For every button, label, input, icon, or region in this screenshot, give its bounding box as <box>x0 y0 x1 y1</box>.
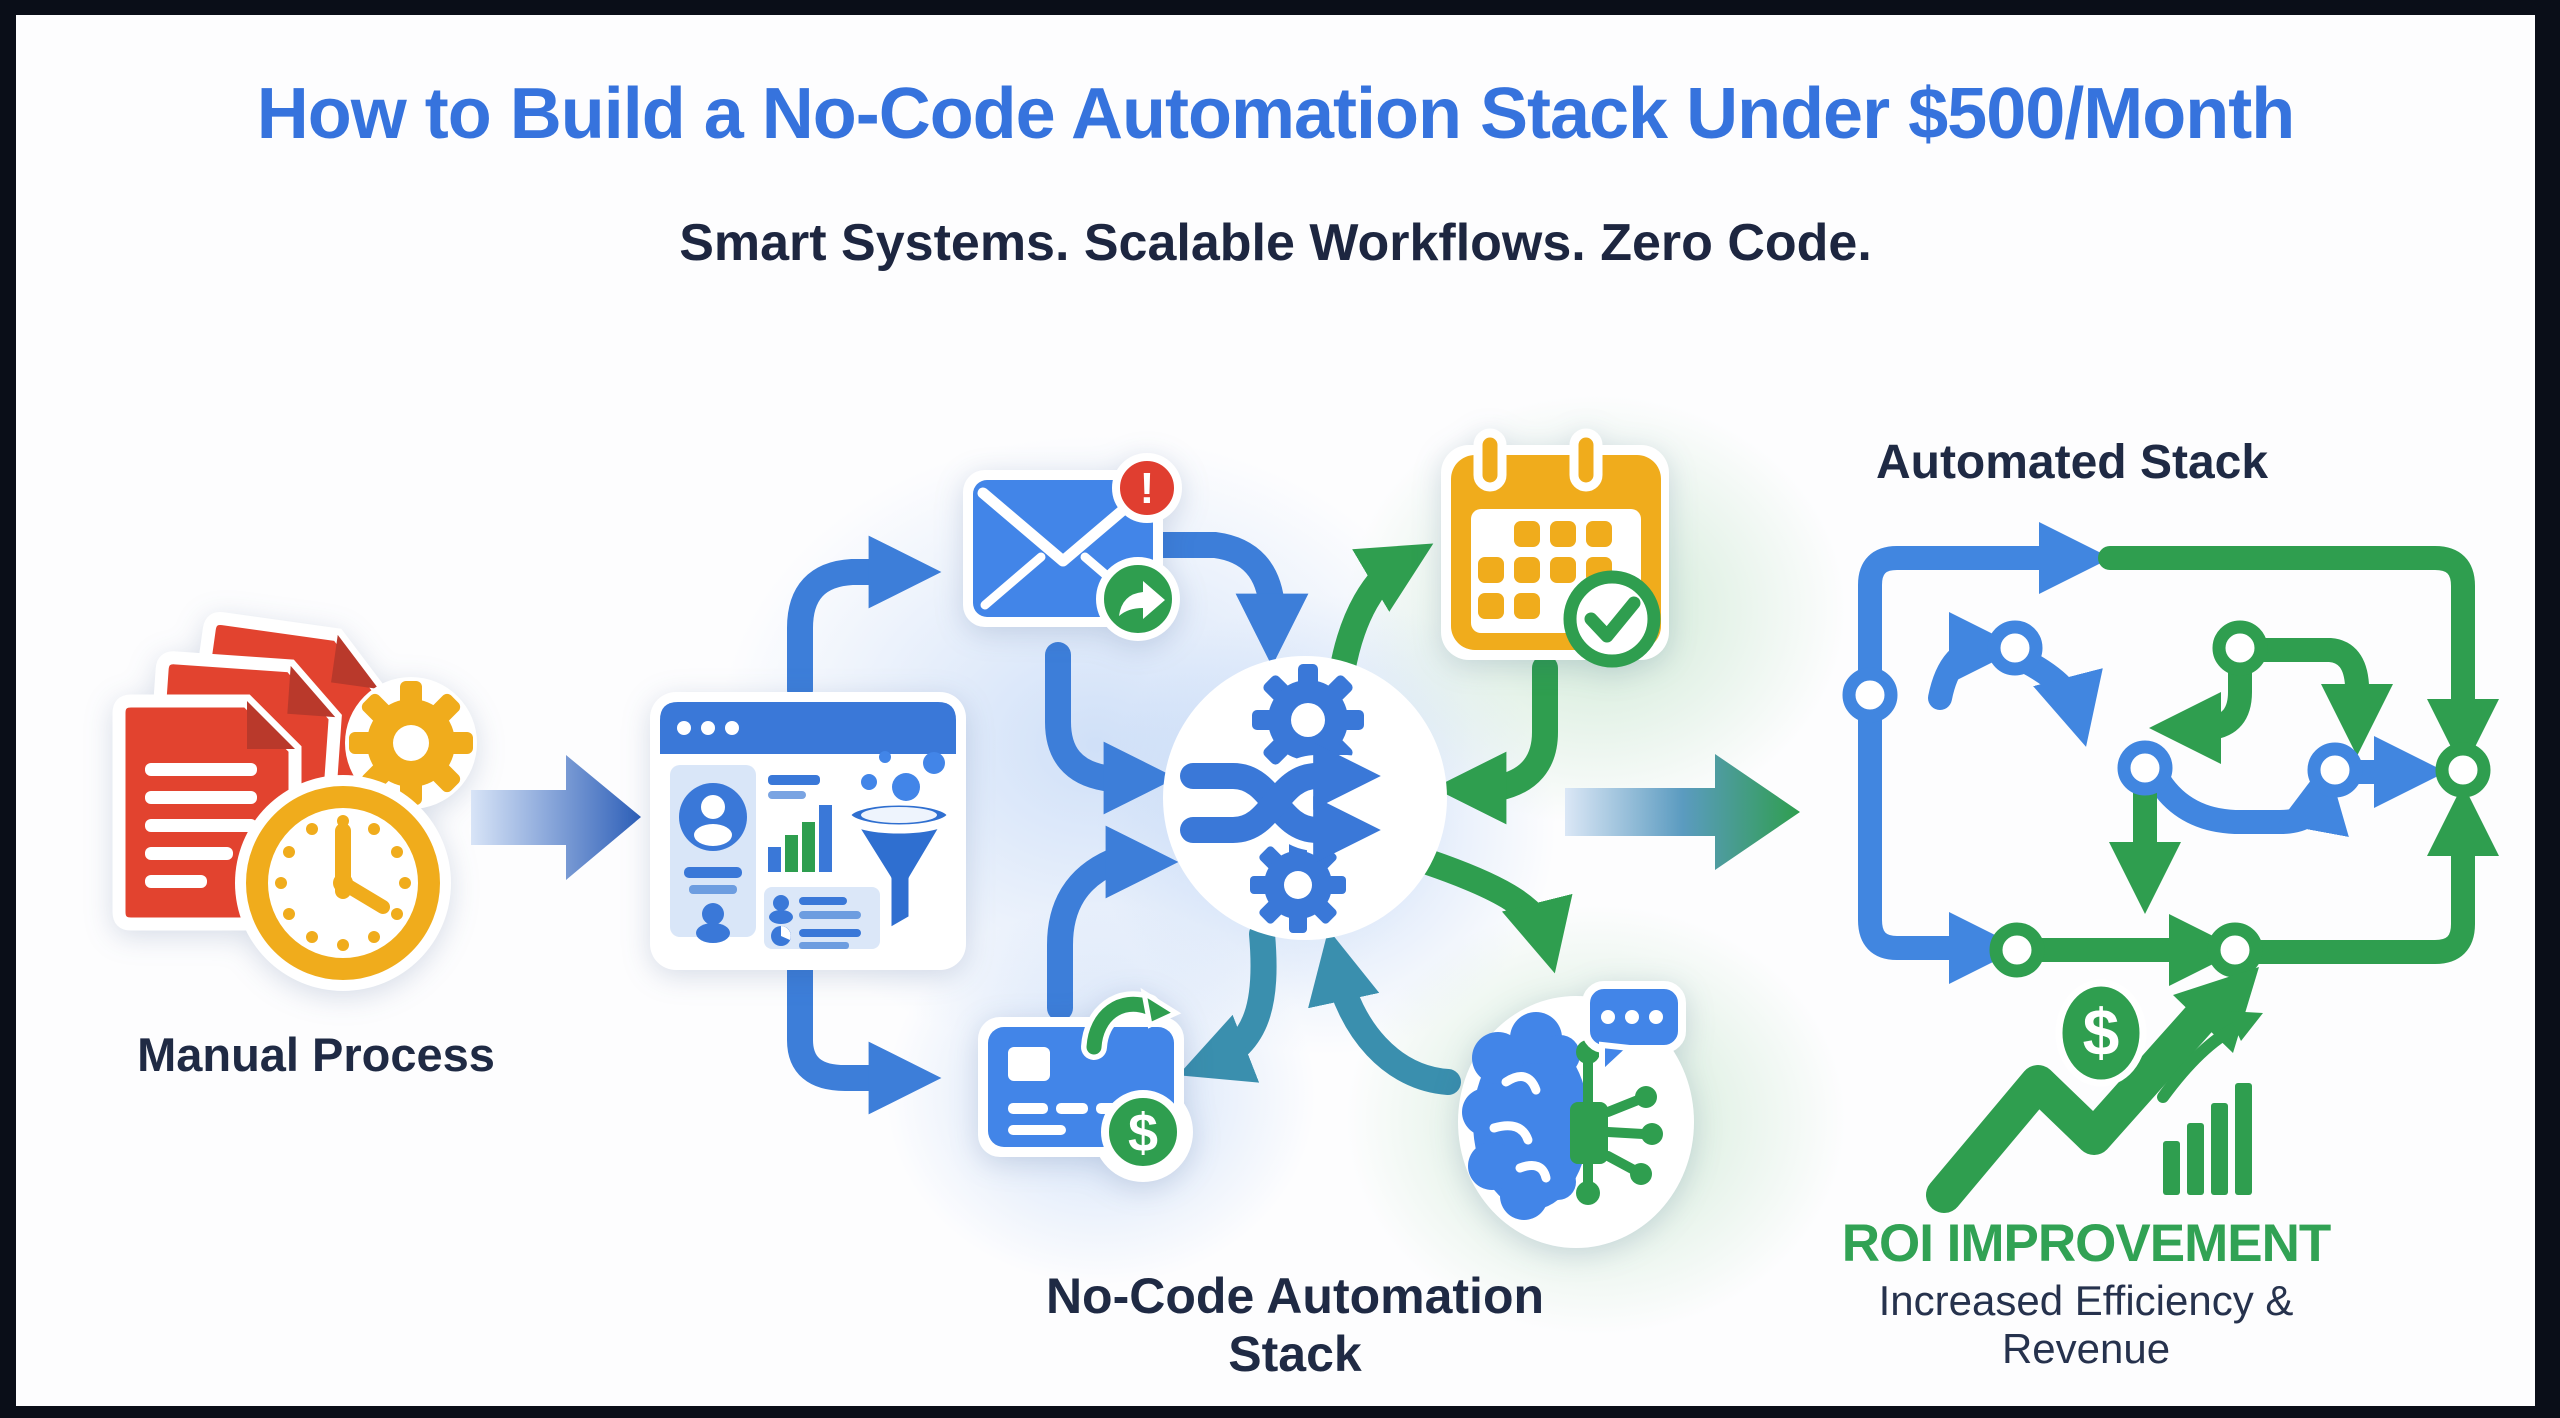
transfer-arrow <box>1081 987 1182 1060</box>
roi-title: ROI IMPROVEMENT <box>1841 1214 2332 1273</box>
manual-process-icon <box>112 611 477 991</box>
chat-bubble <box>1582 981 1686 1081</box>
gear-icon <box>345 677 477 809</box>
email-alert-icon: ! <box>963 453 1182 641</box>
page-subtitle: Smart Systems. Scalable Workflows. Zero … <box>679 214 1872 272</box>
crm-dashboard-icon <box>650 692 966 970</box>
stack-to-automated-arrow <box>1565 754 1800 870</box>
funnel-glyph <box>842 751 956 939</box>
manual-process-label: Manual Process <box>137 1028 495 1081</box>
svg-text:$: $ <box>1128 1103 1158 1163</box>
bar-chart-glyph <box>768 805 832 872</box>
roi-subtitle: Increased Efficiency & Revenue <box>1878 1277 2294 1372</box>
connection-arrows <box>787 532 1573 1115</box>
dollar-badge: $ <box>1101 1090 1185 1174</box>
infographic-canvas: How to Build a No-Code Automation Stack … <box>16 15 2535 1406</box>
mini-bar-chart <box>2157 1011 2263 1195</box>
hub-shuffle-arrows <box>1172 742 1381 864</box>
no-code-stack-label: No-Code Automation Stack <box>1045 1268 1545 1382</box>
forward-badge <box>1096 557 1180 641</box>
automated-stack-label: Automated Stack <box>1875 436 2269 489</box>
svg-text:$: $ <box>2083 995 2120 1069</box>
roi-growth-icon: $ <box>1926 967 2263 1213</box>
hub-gear-bottom <box>1250 837 1346 933</box>
payment-card-icon: $ <box>978 987 1193 1182</box>
manual-to-stack-arrow <box>471 755 641 880</box>
ai-brain-icon <box>1458 981 1694 1248</box>
workflow-nodes <box>1842 620 2491 978</box>
svg-text:!: ! <box>1140 464 1155 513</box>
page-title: How to Build a No-Code Automation Stack … <box>256 74 2295 154</box>
calendar-grid <box>1478 521 1612 619</box>
alert-badge: ! <box>1112 453 1182 523</box>
automation-hub-icon <box>1163 656 1447 940</box>
workflow-network-icon <box>1842 522 2499 986</box>
coin-glyph: $ <box>2055 979 2147 1087</box>
circuit-half <box>1570 1040 1663 1205</box>
check-badge <box>1563 570 1661 668</box>
brain-half <box>1462 1012 1589 1220</box>
clock-icon <box>235 775 451 991</box>
calendar-check-icon <box>1441 428 1669 668</box>
